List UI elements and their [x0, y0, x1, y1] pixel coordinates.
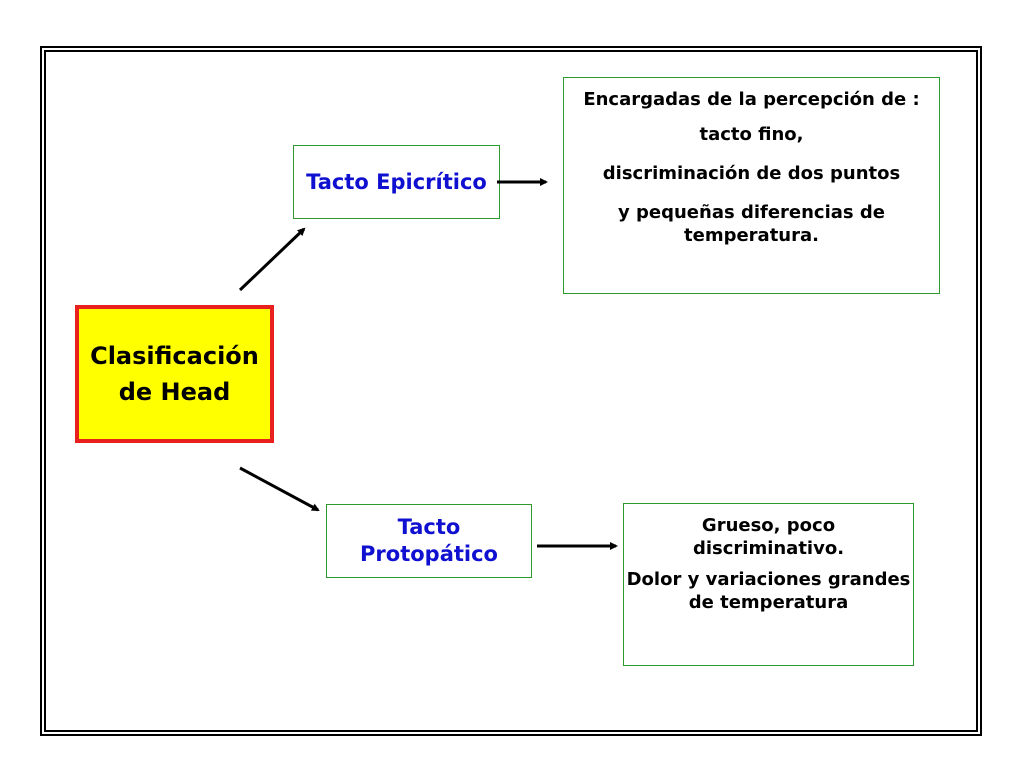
epicritico-description-line: discriminación de dos puntos [602, 163, 901, 184]
protopatico-description-line: Grueso, poco discriminativo. [692, 515, 845, 559]
protopatico-description-line: Dolor y variaciones grandes de temperatu… [626, 569, 911, 613]
epicritico-box: Tacto Epicrítico [293, 145, 500, 219]
protopatico-description-box: Grueso, poco discriminativo. Dolor y var… [623, 503, 914, 666]
protopatico-box: Tacto Protopático [326, 504, 532, 578]
epicritico-description-line: y pequeñas diferencias de temperatura. [618, 202, 885, 246]
epicritico-label: Tacto Epicrítico [306, 169, 487, 194]
epicritico-description-line: tacto fino, [699, 124, 804, 145]
inner-frame [44, 50, 978, 732]
outer-frame [40, 46, 982, 736]
main-category-box: Clasificación de Head [75, 305, 274, 443]
main-category-label: Clasificación de Head [90, 342, 259, 406]
epicritico-description-line: Encargadas de la percepción de : [583, 89, 920, 110]
epicritico-description-box: Encargadas de la percepción de : tacto f… [563, 77, 940, 294]
protopatico-label: Tacto Protopático [360, 515, 498, 566]
